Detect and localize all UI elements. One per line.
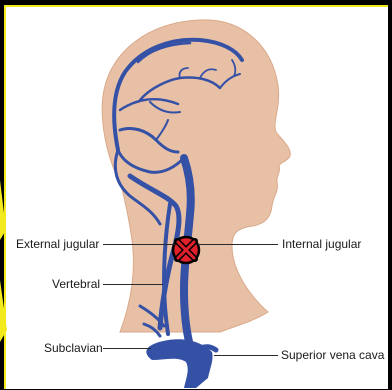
leader-superior-vena-cava xyxy=(214,355,278,356)
leader-internal-jugular xyxy=(198,244,278,245)
label-internal-jugular: Internal jugular xyxy=(282,237,361,251)
label-external-jugular: External jugular xyxy=(16,237,99,251)
leader-vertebral xyxy=(103,284,163,285)
leader-subclavian xyxy=(103,348,151,349)
label-vertebral: Vertebral xyxy=(52,277,100,291)
leader-external-jugular xyxy=(103,244,175,245)
blocked-x-icon xyxy=(173,237,199,263)
label-subclavian: Subclavian xyxy=(44,341,103,355)
label-superior-vena-cava: Superior vena cava xyxy=(281,348,384,362)
